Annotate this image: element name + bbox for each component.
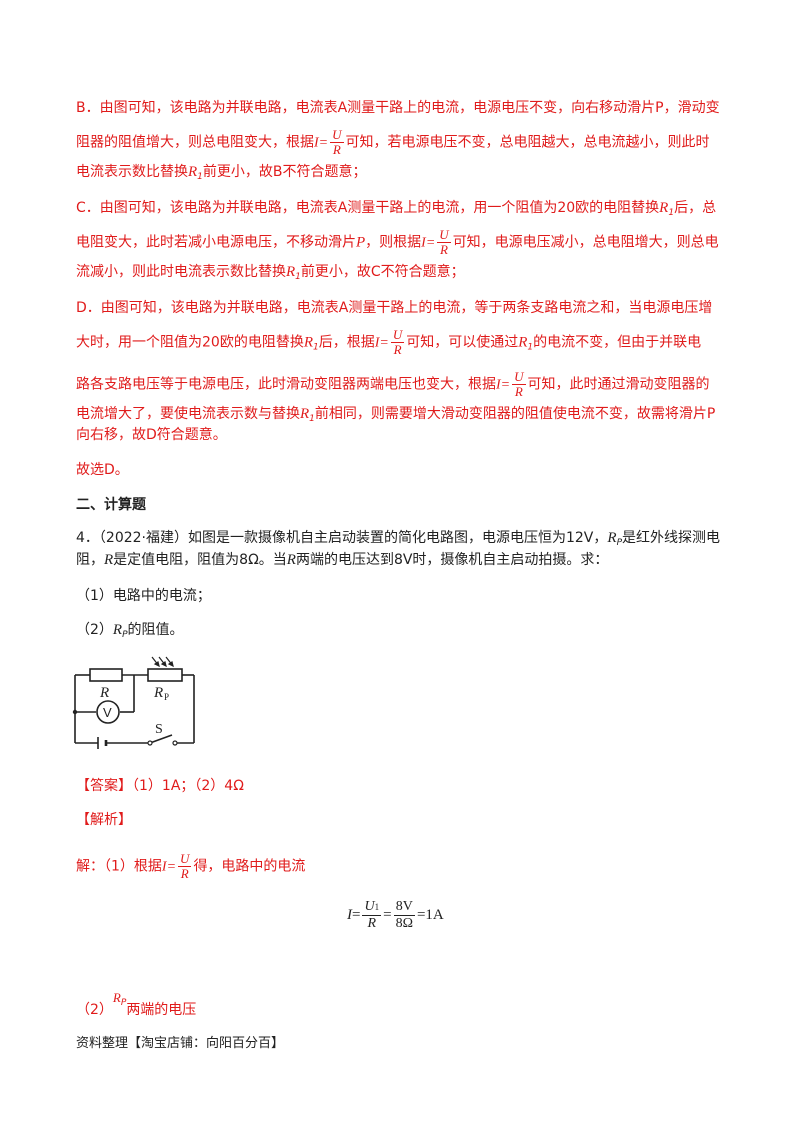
option-d-line-5: 向右移，故D符合题意。: [76, 427, 227, 443]
voltmeter-icon: [96, 700, 120, 724]
q4-line-2: 阻，R是定值电阻，阻值为8Ω。当R两端的电压达到8V时，摄像机自主启动拍摄。求：: [76, 552, 609, 568]
section-title: 二、计算题: [76, 497, 146, 513]
junction-dot: [72, 709, 78, 715]
label-rp-sub: P: [164, 692, 169, 702]
option-c-line-3: 流减小，则此时电流表示数比替换R1前更小，故C不符合题意；: [76, 264, 465, 282]
label-v: V: [103, 705, 112, 720]
answer-line: 【答案】（1）1A；（2）4Ω: [76, 778, 244, 794]
option-d-line-1: D．由图可知，该电路为并联电路，电流表A测量干路上的电流，等于两条支路电流之和，…: [76, 300, 713, 316]
circuit-diagram: R R P V S: [72, 656, 195, 749]
label-r: R: [99, 685, 109, 701]
part-2-line: （2）RP两端的电压: [76, 990, 197, 1018]
switch-pivot-right: [172, 740, 178, 746]
footer-source: 资料整理【淘宝店铺：向阳百分百】: [76, 1036, 285, 1051]
resistor-rp: [147, 668, 183, 682]
label-rp: R: [153, 685, 163, 701]
option-d-line-4: 电流增大了，要使电流表示数与替换R1前相同，则需要增大滑动变阻器的阻值使电流不变…: [76, 406, 716, 424]
option-b-line-3: 电流表示数比替换R1前更小，故B不符合题意；: [76, 164, 367, 182]
q4-sub-2: （2）RP的阻值。: [76, 622, 184, 640]
choice-line: 故选D。: [76, 462, 129, 478]
switch-pivot-left: [147, 740, 153, 746]
infrared-arrows-icon: [151, 656, 174, 668]
option-c-line-1: C．由图可知，该电路为并联电路，电流表A测量干路上的电流，用一个阻值为20欧的电…: [76, 200, 717, 218]
resistor-r: [89, 668, 123, 682]
q4-sub-1: （1）电路中的电流；: [76, 588, 211, 604]
q4-line-1: 4．（2022·福建）如图是一款摄像机自主启动装置的简化电路图，电源电压恒为12…: [76, 530, 720, 548]
label-s: S: [155, 722, 163, 737]
analysis-tag: 【解析】: [76, 812, 132, 828]
option-b-line-1: B．由图可知，该电路为并联电路，电流表A测量干路上的电流，电源电压不变，向右移动…: [76, 100, 720, 116]
